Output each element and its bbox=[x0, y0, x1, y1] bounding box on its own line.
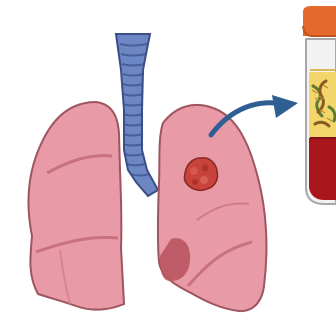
trachea-icon bbox=[116, 34, 158, 196]
right-lung-icon bbox=[28, 102, 124, 310]
blood-sample-tube-icon bbox=[303, 6, 336, 204]
tumor-icon bbox=[184, 158, 217, 191]
